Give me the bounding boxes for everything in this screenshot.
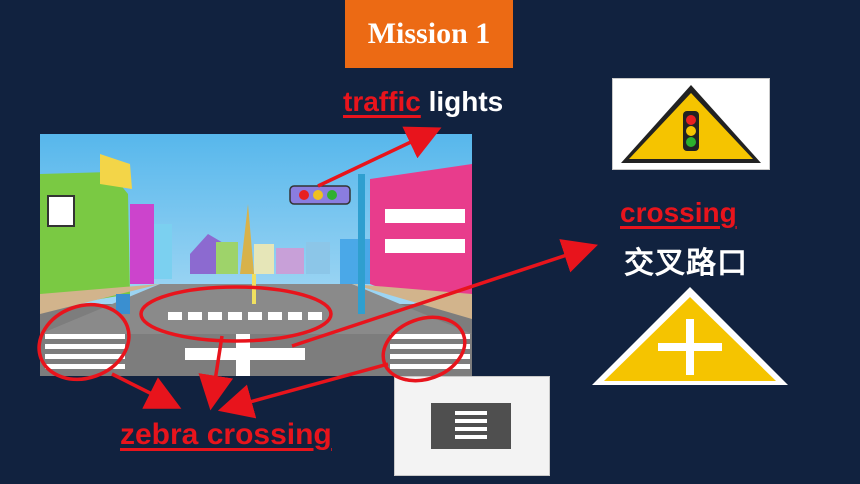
arrow-left-to-zebra	[111, 372, 182, 409]
traffic-light-sign-card	[612, 78, 770, 170]
crossing-word: crossing	[620, 197, 737, 228]
traffic-light-warning-sign-icon	[621, 85, 761, 163]
street-scene-image	[40, 134, 472, 376]
zebra-crossing-word: zebra crossing	[120, 418, 332, 451]
crossroad-warning-sign-icon	[592, 287, 788, 385]
mission-title: Mission 1	[367, 17, 491, 50]
zebra-crossing-sign-icon	[431, 403, 511, 449]
crossing-label: crossing	[620, 197, 737, 229]
zebra-crossing-label: zebra crossing	[120, 418, 332, 452]
mission-badge: Mission 1	[345, 0, 513, 68]
lights-word: lights	[428, 86, 504, 117]
traffic-lights-label: traffic lights	[343, 86, 503, 118]
zebra-sign-card	[394, 376, 550, 476]
crossing-chinese-label: 交叉路口	[624, 247, 748, 280]
traffic-word: traffic	[343, 86, 421, 117]
